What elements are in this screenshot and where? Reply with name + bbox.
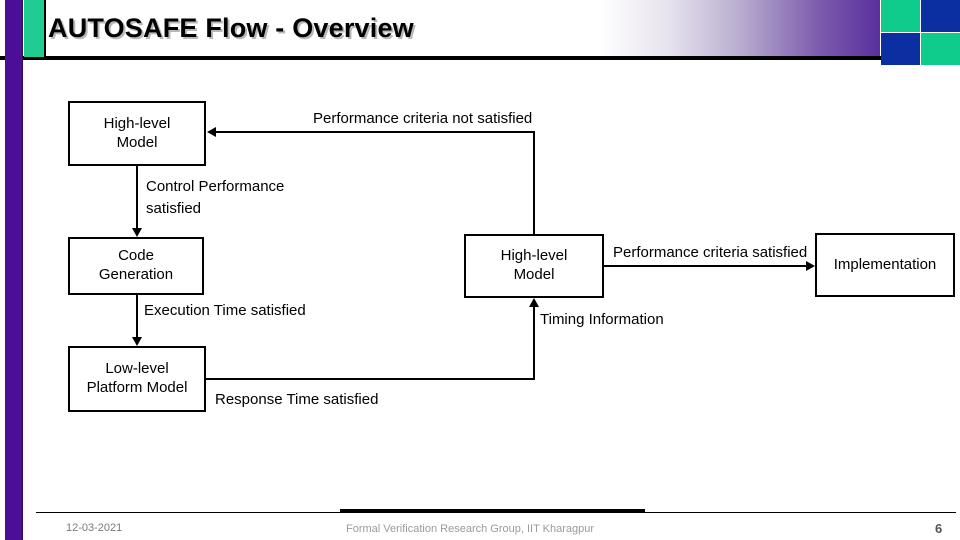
- node-implementation-label: Implementation: [833, 255, 937, 273]
- page-title: AUTOSAFE Flow - Overview: [48, 13, 414, 43]
- node-code-generation: Code Generation: [68, 237, 204, 295]
- node-high-level-model-left-line2: Model: [116, 133, 158, 151]
- edge-label-control-performance-line1: Control Performance: [146, 178, 285, 195]
- edge-feedback-vertical: [533, 131, 535, 235]
- footer-date: 12-03-2021: [66, 522, 123, 534]
- edge-timing-information-vertical: [533, 307, 535, 379]
- edge-execution-time-arrowhead: [132, 337, 142, 346]
- edge-label-execution-time-satisfied: Execution Time satisfied: [144, 302, 306, 319]
- corner-square-green-top-left: [881, 0, 920, 32]
- header-bottom-rule: [0, 56, 920, 60]
- edge-label-control-performance-line2: satisfied: [146, 200, 202, 217]
- corner-square-blue-bottom-left: [881, 33, 920, 65]
- node-code-generation-line1: Code: [118, 247, 154, 265]
- footer-page-number: 6: [935, 521, 943, 536]
- node-low-level-platform-model-line1: Low-level: [105, 360, 169, 378]
- node-high-level-model-left-line1: High-level: [103, 114, 171, 132]
- edge-label-performance-criteria-satisfied: Performance criteria satisfied: [613, 244, 808, 261]
- edge-performance-satisfied-arrowhead: [806, 261, 815, 271]
- left-purple-sidebar: [5, 0, 23, 540]
- edge-control-performance-arrowhead: [132, 228, 142, 237]
- edge-feedback-arrowhead: [207, 127, 216, 137]
- edge-timing-information-arrowhead: [529, 298, 539, 307]
- node-high-level-model-right-line2: Model: [513, 266, 555, 283]
- header-green-chip: [24, 0, 46, 59]
- edge-label-performance-criteria-not-satisfied: Performance criteria not satisfied: [313, 110, 533, 127]
- node-high-level-model-left: High-level Model: [68, 101, 206, 166]
- edge-label-timing-information: Timing Information: [540, 311, 664, 328]
- edge-control-performance-line: [136, 166, 138, 228]
- node-low-level-platform-model: Low-level Platform Model: [68, 346, 206, 412]
- node-implementation: Implementation: [815, 233, 955, 297]
- edge-execution-time-line: [136, 295, 138, 337]
- corner-square-blue-top-right: [921, 0, 960, 32]
- header-gradient-band: [0, 0, 880, 56]
- node-code-generation-line2: Generation: [98, 266, 174, 283]
- node-high-level-model-right: High-level Model: [464, 234, 604, 298]
- edge-label-response-time-satisfied: Response Time satisfied: [215, 391, 379, 408]
- edge-feedback-horizontal: [216, 131, 535, 133]
- edge-performance-satisfied-horizontal: [604, 265, 807, 267]
- edge-response-time-horizontal: [206, 378, 535, 380]
- footer-rule-thick: [340, 509, 645, 513]
- corner-square-green-bottom-right: [921, 33, 960, 65]
- node-low-level-platform-model-line2: Platform Model: [86, 379, 188, 396]
- node-high-level-model-right-line1: High-level: [500, 247, 568, 265]
- footer-organization: Formal Verification Research Group, IIT …: [346, 523, 595, 535]
